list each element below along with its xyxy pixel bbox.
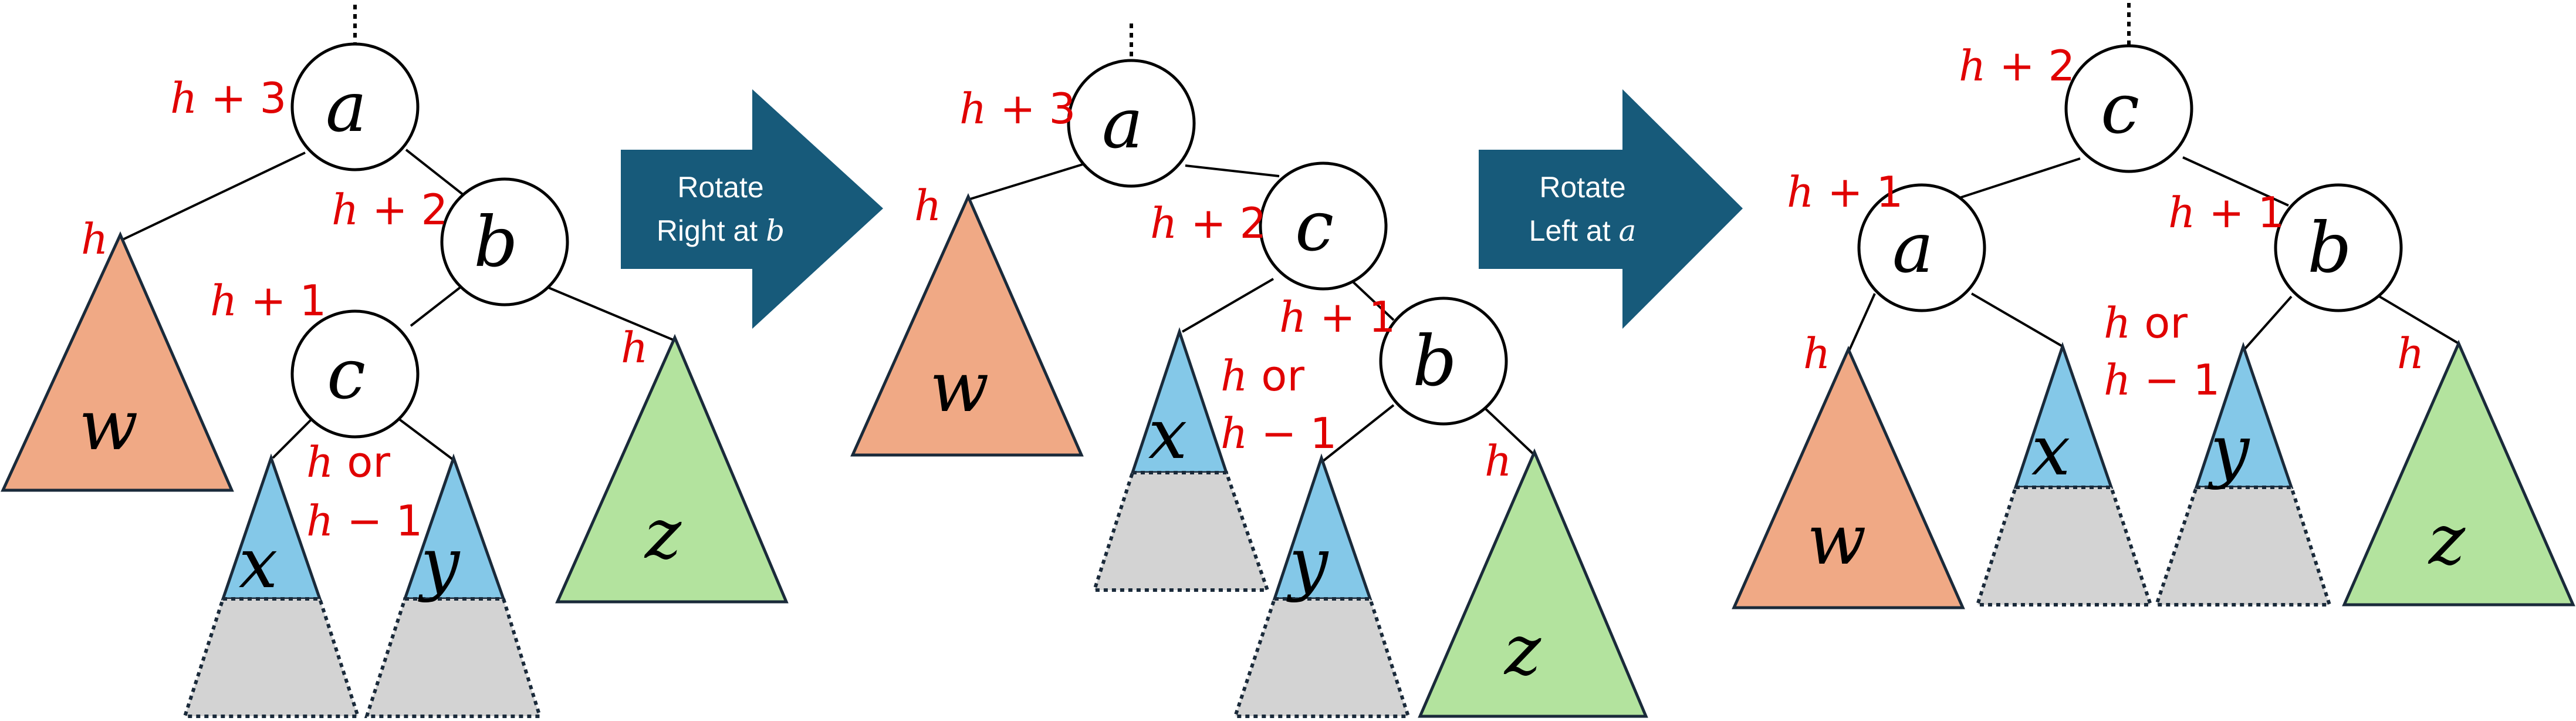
height-label-a: h + 3 [170,73,286,123]
node-b [440,177,569,306]
subtree-x-label: x [2031,410,2071,491]
height-label-z: h [2397,329,2424,378]
node-c-label: c [327,333,366,415]
height-label-xy-line1: h or [2104,298,2188,348]
edge-c-b [2182,156,2289,207]
subtree-w-label: w [929,346,989,427]
subtree-w-triangle [850,193,1084,457]
rotate-right-arrow: Rotate Right at b [621,89,883,329]
subtree-y-extension [2156,487,2330,605]
height-label-w: h [81,214,108,264]
edge-c-x [272,416,315,459]
arrow-2-line1: Rotate [1539,171,1625,204]
height-label-w: h [914,181,941,230]
subtree-w-label: w [1807,499,1866,580]
node-b-label: b [474,201,518,282]
node-a [1067,59,1196,188]
height-label-a: h + 1 [1787,167,1903,217]
edge-b-z [1480,404,1536,456]
height-label-b: h + 2 [332,185,448,234]
arrow-1-line2: Right at b [657,214,785,248]
node-c [2064,44,2193,173]
height-label-c: h + 2 [1959,41,2075,90]
subtree-x-extension [185,599,358,716]
height-label-a: h + 3 [959,84,1076,133]
subtree-y-extension [367,599,540,716]
edge-b-y [2243,295,2293,351]
node-a [1857,183,1986,312]
rotate-left-arrow: Rotate Left at a [1479,89,1743,329]
edge-c-y [395,416,456,462]
edge-a-w [968,163,1083,201]
subtree-y-label: y [2207,410,2250,491]
subtree-x-extension [1977,487,2151,605]
subtree-x-label: x [1148,393,1188,474]
node-c-label: c [1295,186,1334,267]
arrow-2-line2: Left at a [1529,214,1637,248]
node-a [290,42,420,171]
subtree-y-extension-outline [364,597,543,718]
stage-1-before: w z x y a b c h + 3 h + 2 h + 1 h h h or… [1,5,789,718]
node-a-label: a [1892,207,1933,288]
node-a-label: a [1102,83,1143,164]
height-label-b: h + 1 [1279,292,1395,342]
height-label-c: h + 1 [210,276,326,325]
subtree-x-extension [1094,473,1267,590]
edge-b-c [410,284,465,327]
edge-c-x [1181,278,1275,333]
node-c [1259,161,1388,291]
height-label-xy-line2: h − 1 [2104,355,2220,405]
stage-3-after-left-rotation: w z x y c a b h + 2 h + 1 h + 1 h h h or… [1732,3,2575,609]
height-label-xy-line1: h or [1221,351,1304,400]
edge-a-w [120,151,306,242]
node-c-label: c [2101,68,2139,149]
subtree-w-triangle [1,231,234,492]
height-label-xy-line1: h or [306,437,390,487]
edge-b-y [1322,404,1395,462]
arrow-shape [621,89,883,329]
subtree-y-extension [1235,599,1408,716]
edge-b-z [548,287,675,342]
node-b-label: b [1412,321,1457,402]
node-b-label: b [2307,207,2352,288]
edge-b-z [2378,295,2460,345]
height-label-z: h [621,323,648,372]
height-label-z: h [1485,436,1512,486]
arrow-shape [1479,89,1743,329]
node-b [2274,183,2403,312]
subtree-z-label: z [2428,499,2466,580]
height-label-c: h + 2 [1150,198,1266,248]
subtree-y-label: y [418,523,461,604]
edge-a-x [1970,292,2064,348]
subtree-z-triangle [555,333,789,604]
edge-a-c [1185,164,1280,177]
subtree-w-label: w [79,385,138,466]
node-c [290,309,420,439]
node-b [1379,297,1508,426]
subtree-x-label: x [239,523,278,604]
subtree-z-label: z [1503,609,1541,690]
height-label-xy-line2: h − 1 [306,496,422,545]
edge-a-b [405,149,471,201]
subtree-z-label: z [644,493,682,574]
edge-c-a [1953,157,2081,201]
height-label-xy-line2: h − 1 [1221,409,1337,458]
arrow-1-line1: Rotate [677,171,763,204]
subtree-w-triangle [1732,345,1965,609]
height-label-b: h + 1 [2168,188,2284,237]
height-label-w: h [1803,329,1830,378]
edge-c-b [1346,275,1395,321]
subtree-y-label: y [1286,523,1329,604]
stage-2-after-right-rotation: w z x y a c b h + 3 h + 2 h + 1 h h h or… [850,23,1648,718]
node-a-label: a [326,66,367,147]
edge-a-w [1847,293,1876,353]
subtree-z-triangle [1418,448,1648,718]
subtree-z-triangle [2342,339,2575,607]
